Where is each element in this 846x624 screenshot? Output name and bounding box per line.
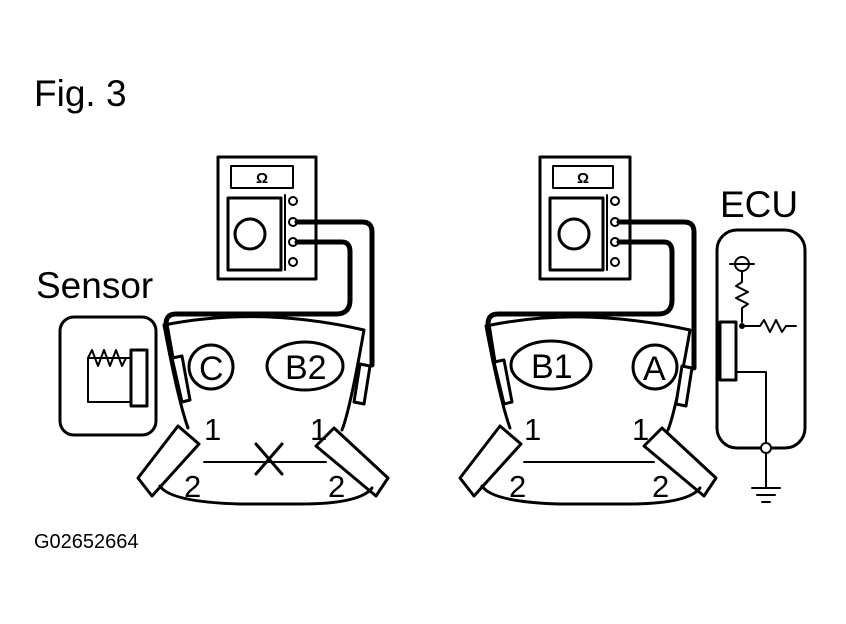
- pin-label: 2: [328, 469, 345, 504]
- open-circuit-marker: [254, 442, 284, 476]
- connector-right: B1 A 1 1 2 2: [458, 315, 718, 506]
- terminal-badge-b2: [265, 340, 345, 392]
- sensor-label: Sensor: [36, 265, 153, 306]
- ecu-circuit-icon: [715, 228, 807, 503]
- ecu-label: ECU: [720, 184, 798, 225]
- terminal-label-c: C: [199, 350, 224, 388]
- terminal-badge-a: [631, 343, 679, 391]
- pin-label: 2: [509, 469, 526, 504]
- pin-label: 2: [652, 469, 669, 504]
- terminal-label-b1: B1: [531, 348, 573, 386]
- sensor-coil-icon: [58, 315, 158, 437]
- pin-label: 1: [310, 412, 327, 447]
- ground-icon: [751, 487, 781, 503]
- figure-title: Fig. 3: [34, 73, 127, 114]
- ohmmeter-icon-left: Ω: [216, 155, 318, 281]
- connector-left: C B2 1 1 2 2: [136, 315, 390, 506]
- ohm-symbol-left: Ω: [256, 170, 268, 187]
- ohmmeter-icon-right: Ω: [538, 155, 632, 281]
- terminal-badge-c: [187, 343, 235, 391]
- terminal-label-b2: B2: [285, 349, 327, 387]
- pin-label: 1: [204, 412, 221, 447]
- terminal-label-a: A: [643, 350, 666, 388]
- pin-label: 1: [524, 412, 541, 447]
- pin-label: 1: [632, 412, 649, 447]
- test-leads: [163, 219, 697, 371]
- terminal-badge-b1: [509, 339, 593, 391]
- pin-label: 2: [184, 469, 201, 504]
- ohm-symbol-right: Ω: [577, 170, 589, 187]
- figure-code: G02652664: [34, 531, 139, 553]
